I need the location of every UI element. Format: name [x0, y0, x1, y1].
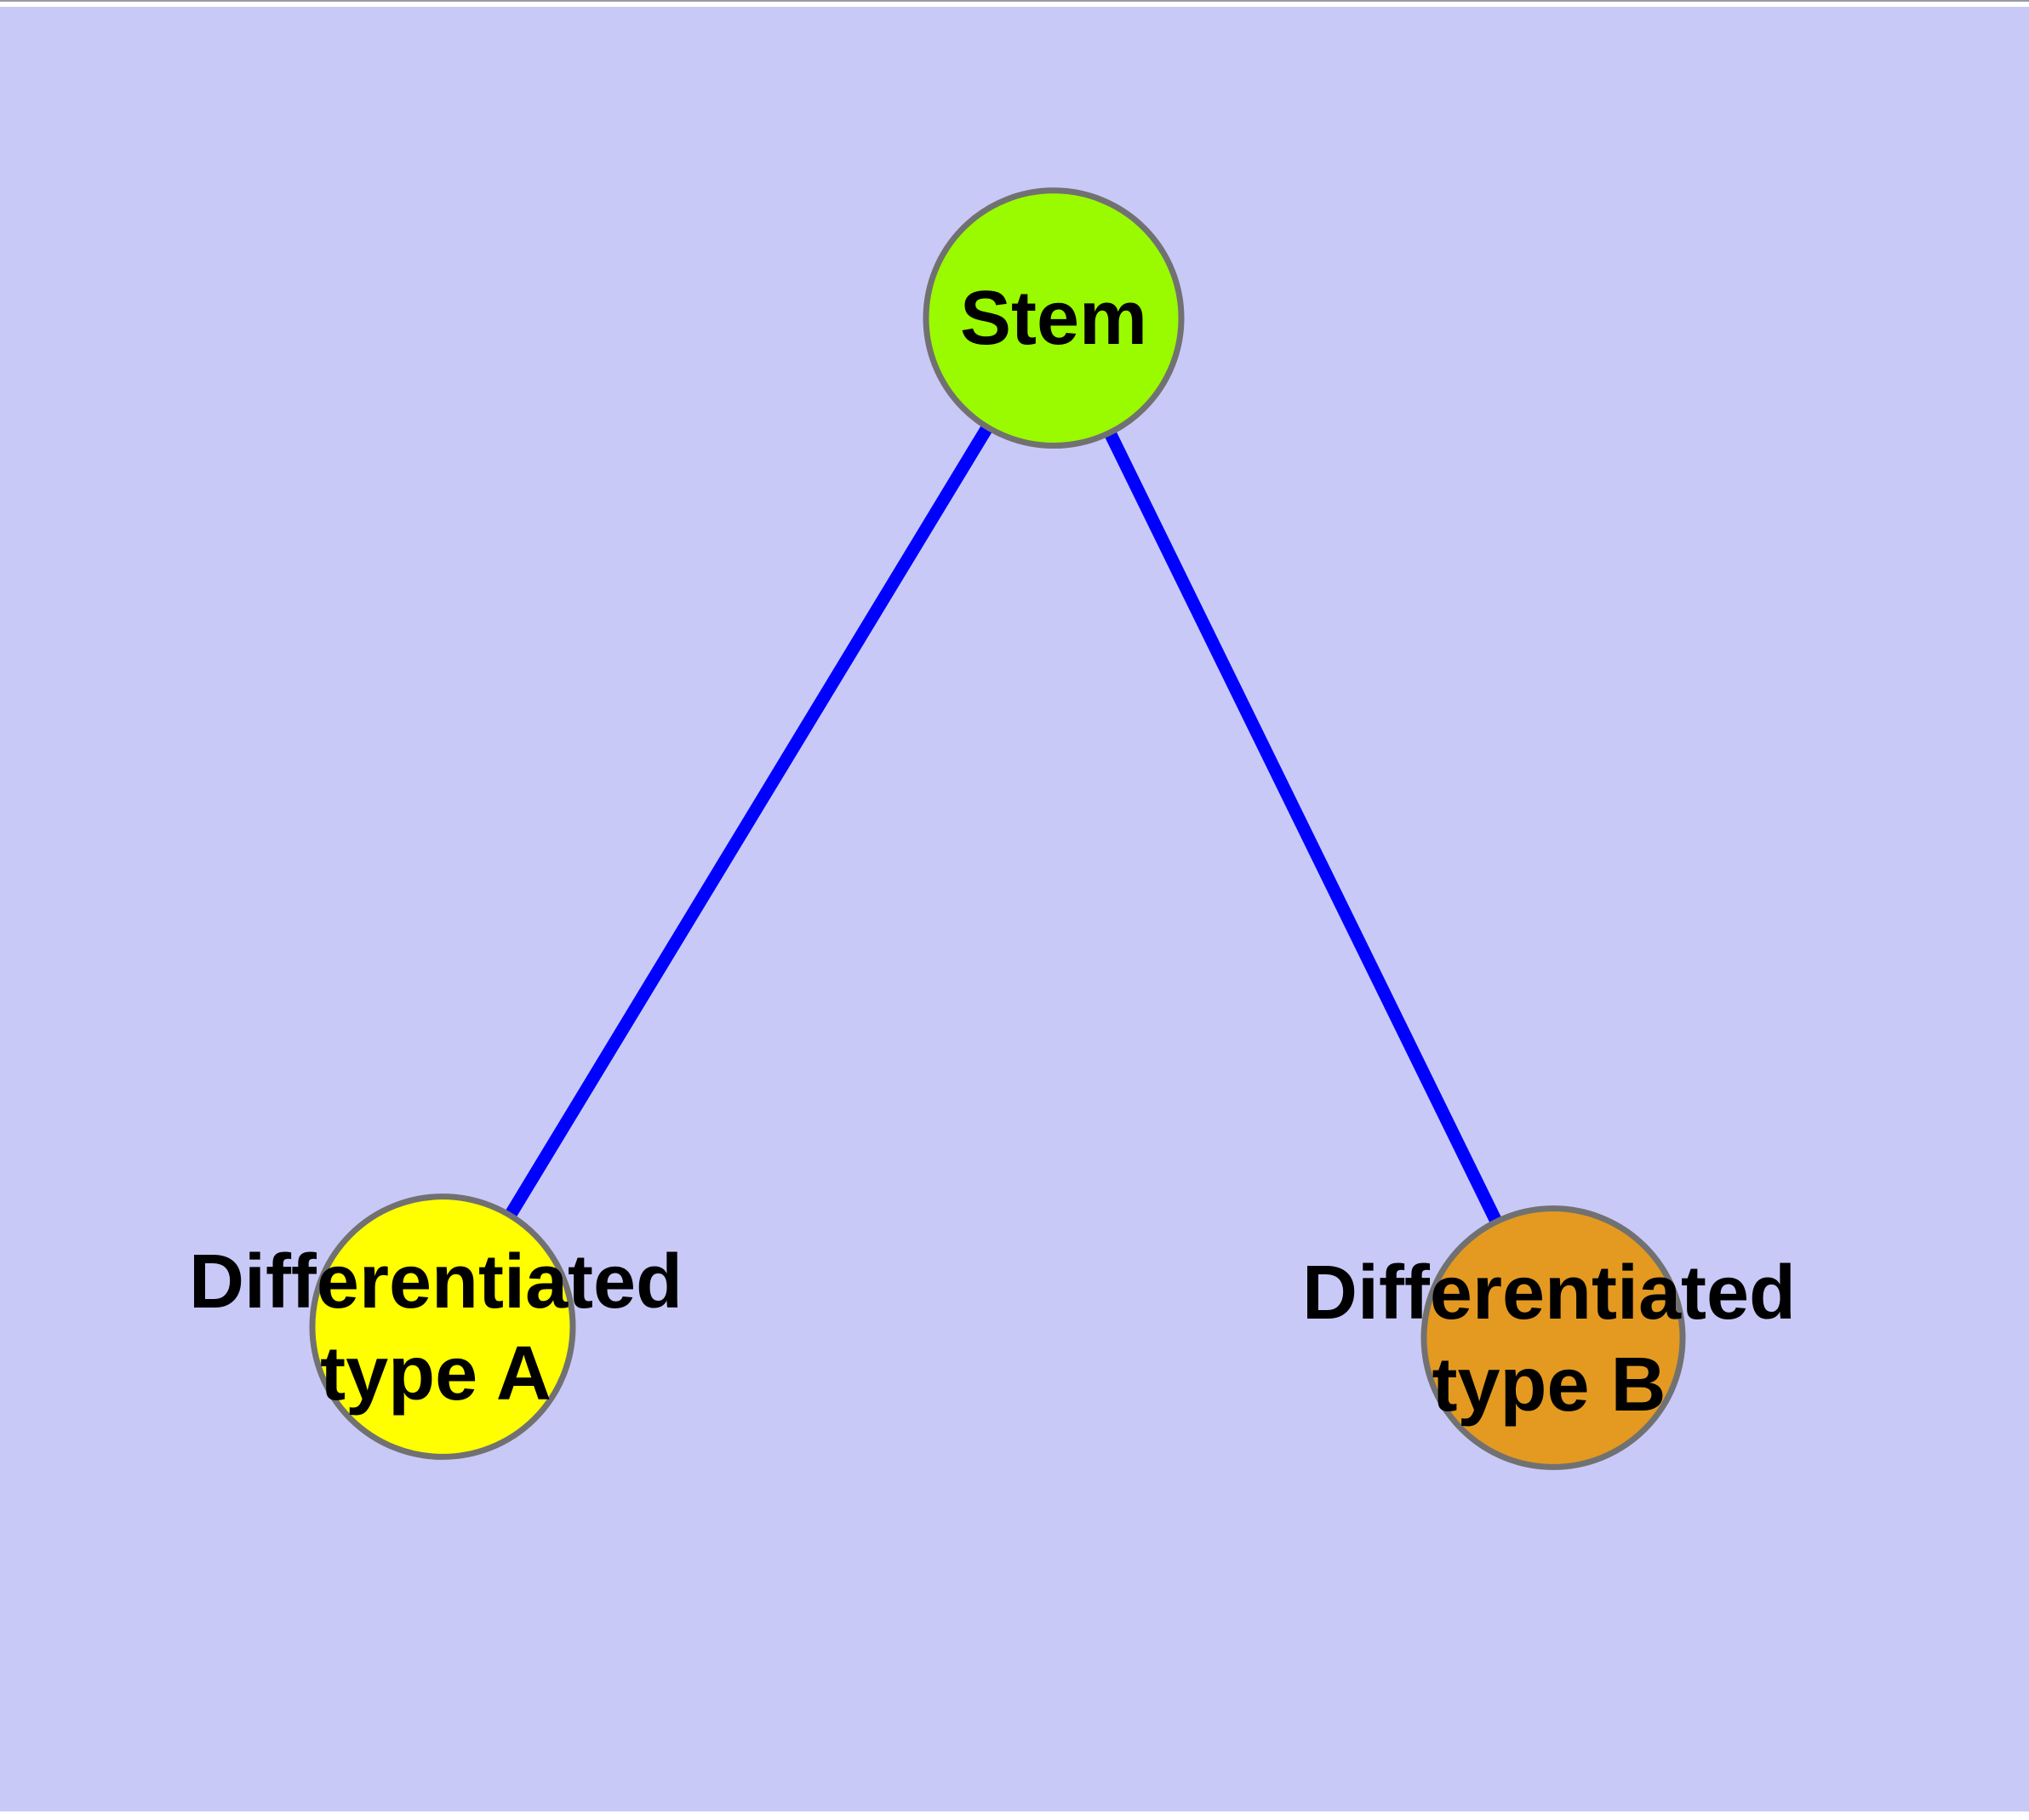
edge-stem-to-type-a: [437, 314, 1060, 1331]
node-label-differentiated-type-a: Differentiated type A: [87, 1236, 785, 1420]
graph-canvas: [309, 187, 1686, 1470]
node-label-line: Differentiated: [1301, 1251, 1797, 1336]
edge-stem-to-type-b: [1048, 315, 1559, 1341]
graph-plot: Stem Differentiated type A Differentiate…: [0, 7, 2029, 1811]
node-label-line: Differentiated: [188, 1239, 683, 1325]
node-label-line: type B: [1432, 1342, 1666, 1428]
node-label-line: type A: [320, 1331, 552, 1417]
node-label-differentiated-type-b: Differentiated type B: [1200, 1247, 1898, 1431]
node-label-line: Stem: [959, 276, 1148, 361]
node-differentiated-type-a: [309, 1193, 576, 1460]
node-label-stem: Stem: [705, 272, 1403, 364]
node-stem: [923, 187, 1185, 449]
node-differentiated-type-b: [1420, 1205, 1686, 1470]
